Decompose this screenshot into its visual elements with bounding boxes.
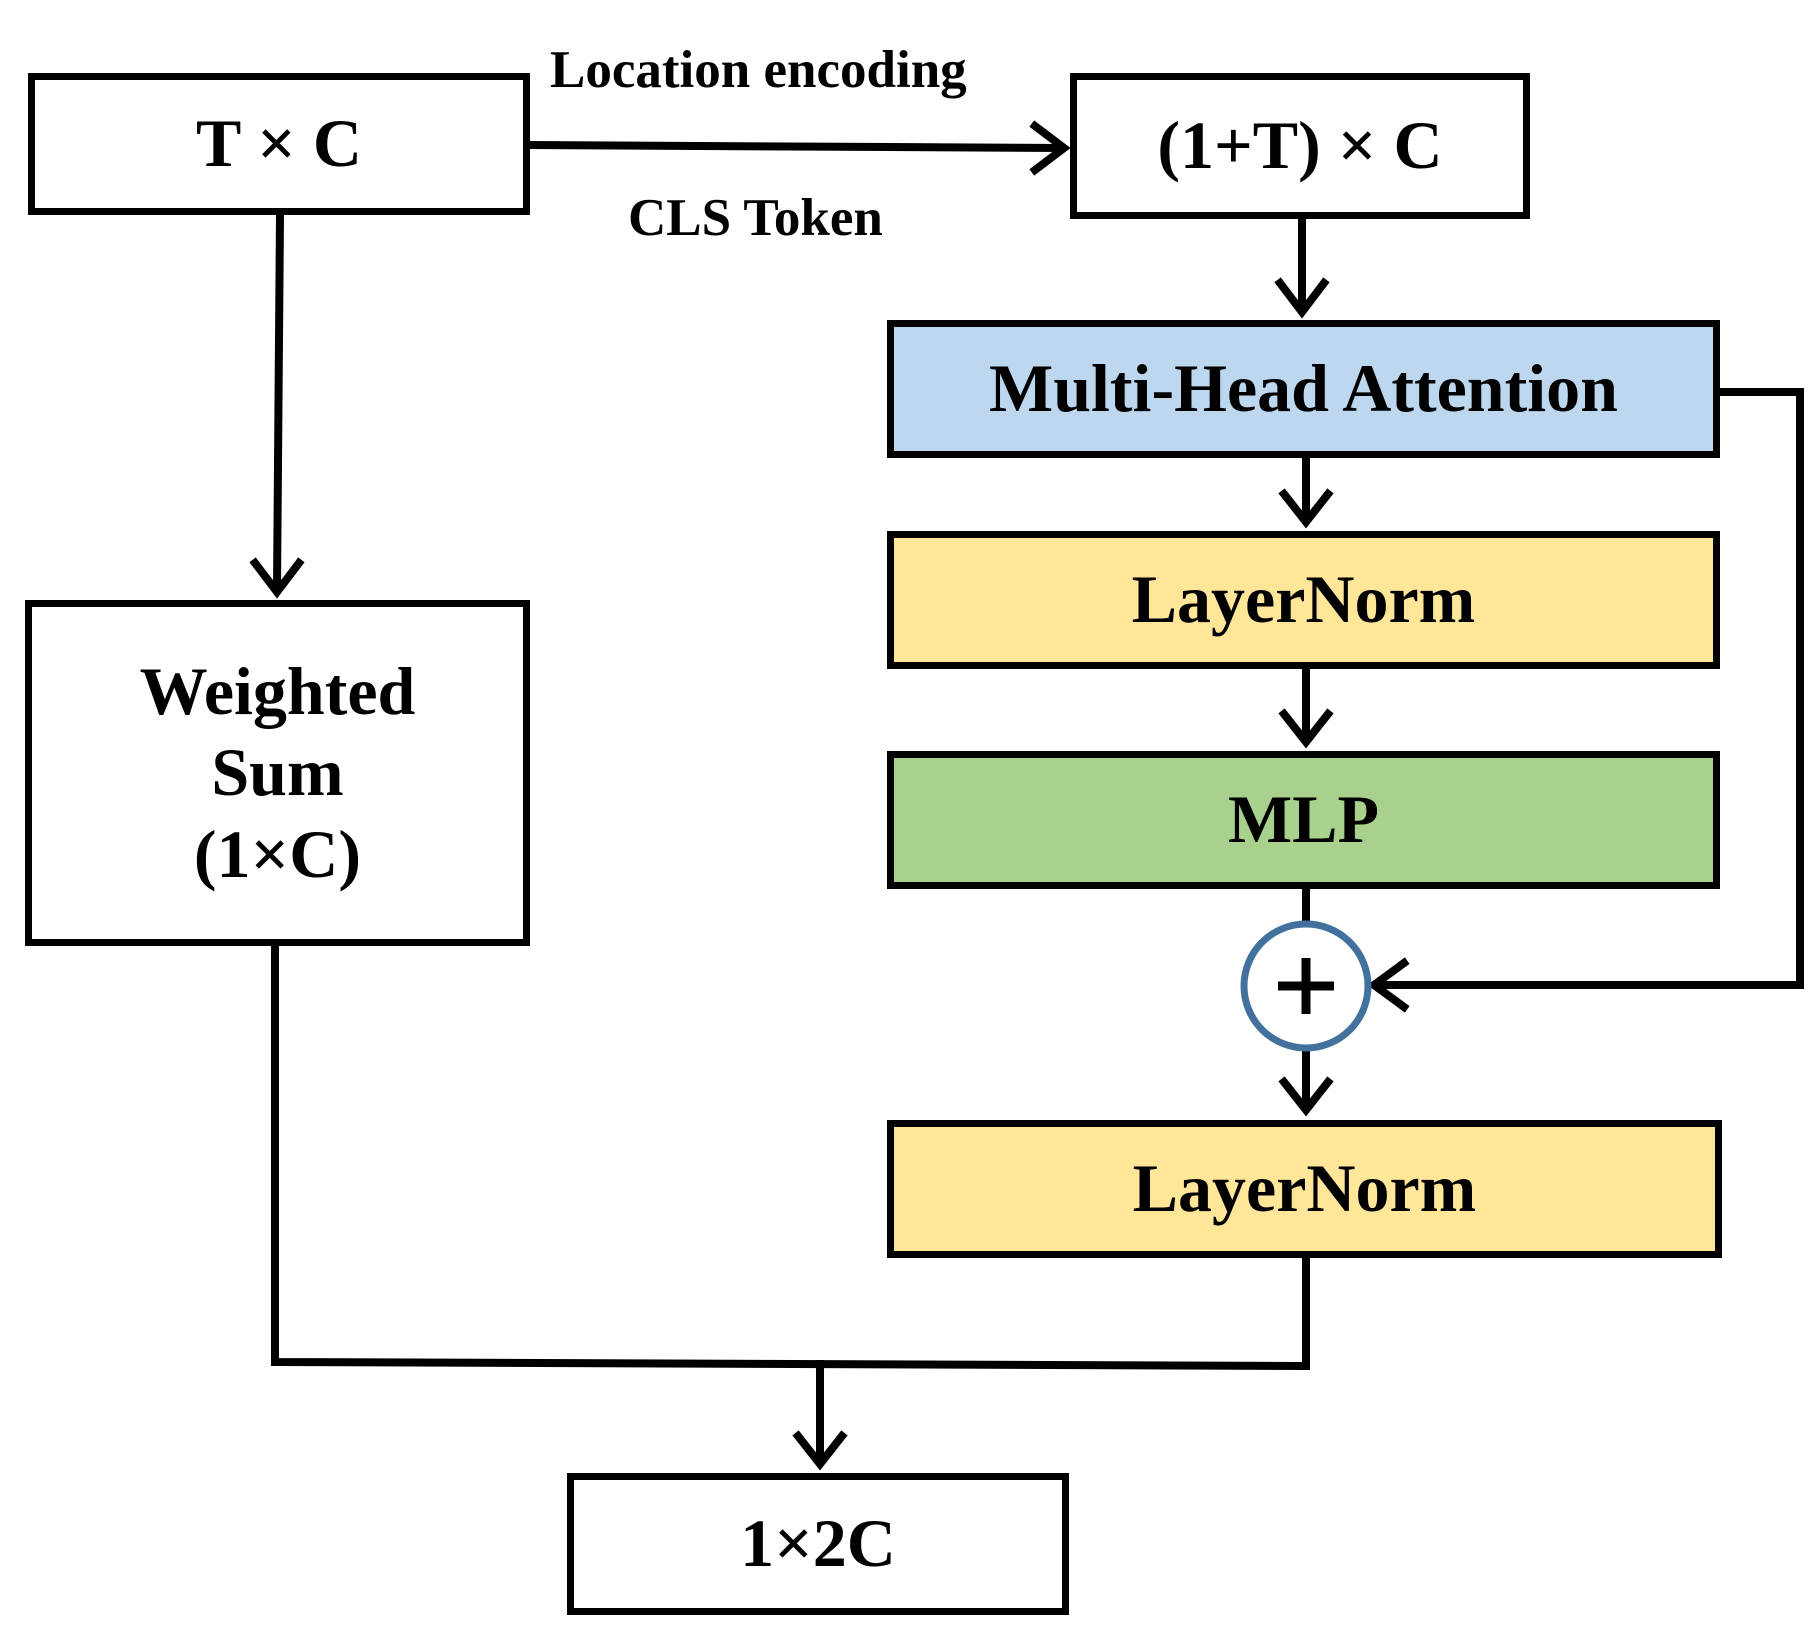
arrowhead-mha-to-ln1	[1278, 488, 1334, 529]
arrowhead-add-to-ln2	[1278, 1076, 1334, 1117]
input-shape-box: T × C	[28, 73, 530, 215]
residual-skip-line	[1374, 388, 1804, 989]
arrowhead-residual	[1367, 957, 1410, 1013]
cls-token-label: CLS Token	[628, 189, 883, 247]
location-encoding-label: Location encoding	[550, 41, 967, 99]
arrow-input-to-cls	[525, 140, 1065, 153]
arrowhead-input-to-cls	[1029, 120, 1071, 176]
arrowhead-merge-to-output	[792, 1430, 848, 1471]
cls-sequence-box: (1+T) × C	[1070, 73, 1530, 219]
plus-circle-icon	[1240, 920, 1372, 1052]
layernorm-block-1: LayerNorm	[887, 531, 1720, 669]
line-ln2-to-merge	[271, 942, 1310, 1371]
output-shape-box: 1×2C	[567, 1473, 1069, 1615]
arrowhead-ln1-to-mlp	[1278, 708, 1334, 749]
layernorm-block-2: LayerNorm	[887, 1120, 1722, 1258]
arrow-input-to-wsum	[272, 210, 285, 593]
arrowhead-input-to-wsum	[249, 557, 305, 599]
mlp-block: MLP	[887, 751, 1720, 889]
multi-head-attention-block: Multi-Head Attention	[887, 320, 1720, 458]
arrowhead-cls-to-mha	[1274, 277, 1330, 319]
weighted-sum-box: Weighted Sum (1×C)	[25, 600, 530, 946]
